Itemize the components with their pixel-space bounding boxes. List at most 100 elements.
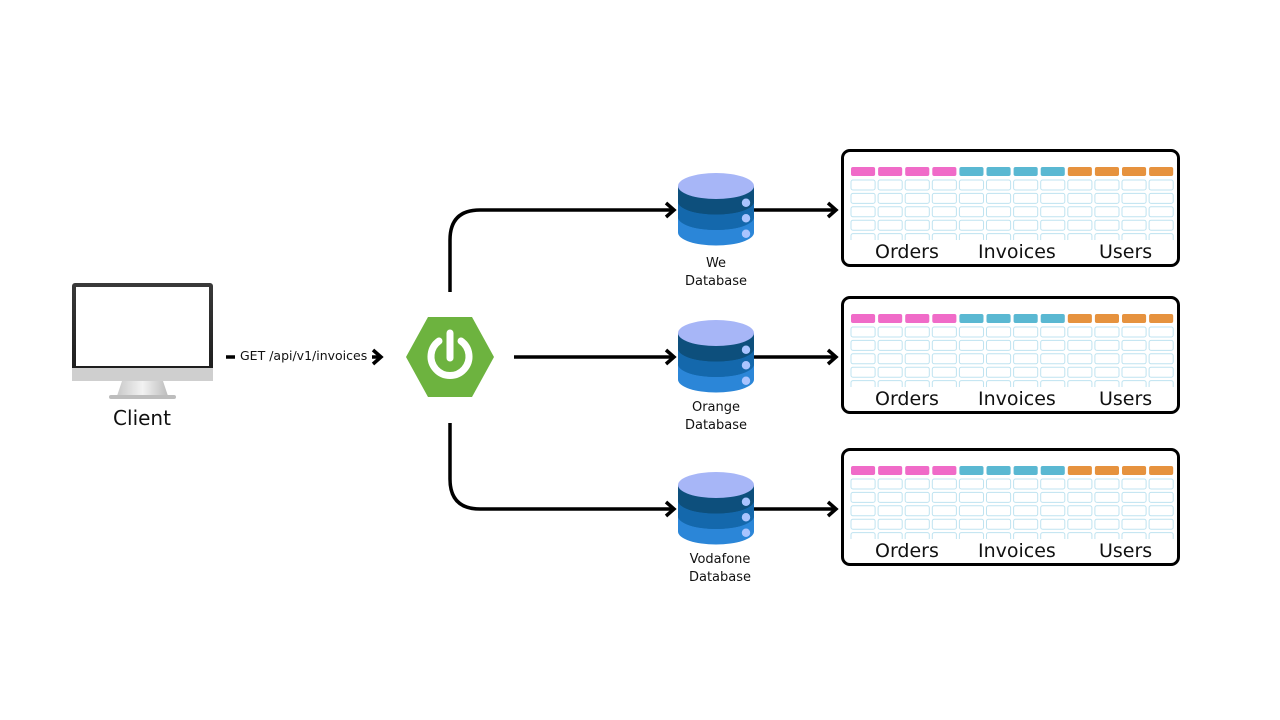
- table-cell: [1013, 233, 1039, 240]
- table-label-orders: Orders: [875, 540, 939, 562]
- table-cell: [986, 518, 1012, 530]
- table-cell: [1121, 380, 1147, 387]
- table-cell: [986, 380, 1012, 387]
- table-cell: [1121, 192, 1147, 204]
- table-header-cell: [932, 167, 957, 176]
- database-label-we: We Database: [646, 255, 786, 291]
- table-cell: [1067, 353, 1093, 365]
- table-cell: [958, 206, 985, 218]
- table-cell: [1040, 233, 1066, 240]
- table-cell: [1040, 206, 1066, 218]
- table-cell: [1067, 339, 1093, 351]
- table-cell: [1148, 478, 1174, 490]
- database-suffix: Database: [684, 274, 748, 289]
- table-cell: [1013, 339, 1039, 351]
- table-cell: [1094, 192, 1120, 204]
- database-icon-orange: [678, 320, 754, 393]
- table-cell: [958, 518, 985, 530]
- table-header-cell: [851, 314, 876, 323]
- table-cell: [931, 326, 957, 338]
- table-cell: [1121, 326, 1147, 338]
- table-cell: [1121, 491, 1147, 503]
- table-cell: [850, 219, 876, 231]
- table-cell: [1148, 179, 1174, 191]
- table-cell: [850, 353, 876, 365]
- table-cell: [877, 532, 903, 539]
- table-cell: [1148, 491, 1174, 503]
- table-cell: [850, 491, 876, 503]
- table-grid: [850, 167, 1174, 240]
- table-header-cell: [1013, 167, 1038, 176]
- table-cell: [986, 233, 1012, 240]
- table-cell: [850, 478, 876, 490]
- table-cell: [877, 505, 903, 517]
- table-header-cell: [1067, 167, 1092, 176]
- table-cell: [986, 179, 1012, 191]
- table-cell: [931, 518, 957, 530]
- table-cell: [1121, 219, 1147, 231]
- table-grid: [850, 466, 1174, 539]
- table-cell: [986, 505, 1012, 517]
- table-cell: [986, 206, 1012, 218]
- table-cell: [904, 505, 930, 517]
- table-cell: [1013, 179, 1039, 191]
- table-cell: [986, 339, 1012, 351]
- table-cell: [1040, 380, 1066, 387]
- table-cell: [904, 179, 930, 191]
- table-cell: [1148, 219, 1174, 231]
- table-cell: [1094, 339, 1120, 351]
- table-label-users: Users: [1099, 388, 1153, 410]
- table-header-cell: [1067, 466, 1092, 475]
- table-cell: [1094, 179, 1120, 191]
- table-cell: [1067, 380, 1093, 387]
- table-cell: [904, 326, 930, 338]
- table-label-orders: Orders: [875, 388, 939, 410]
- table-connectors: [754, 201, 839, 518]
- table-cell: [904, 192, 930, 204]
- table-cell: [931, 192, 957, 204]
- database-suffix: Database: [684, 418, 748, 433]
- table-cell: [1067, 532, 1093, 539]
- database-name: Vodafone: [689, 552, 751, 567]
- table-cell: [931, 206, 957, 218]
- table-cell: [931, 179, 957, 191]
- table-cell: [1148, 326, 1174, 338]
- database-icons: [678, 173, 754, 545]
- table-cell: [931, 339, 957, 351]
- table-header-cell: [905, 314, 930, 323]
- table-header-cell: [1149, 314, 1174, 323]
- table-cell: [904, 219, 930, 231]
- table-cell: [1040, 532, 1066, 539]
- table-cell: [1148, 339, 1174, 351]
- table-cell: [1067, 505, 1093, 517]
- database-icon-vodafone: [678, 472, 754, 545]
- table-cell: [1121, 353, 1147, 365]
- table-cell: [1067, 179, 1093, 191]
- table-cell: [1040, 518, 1066, 530]
- table-cell: [958, 532, 984, 539]
- table-cell: [986, 353, 1012, 365]
- table-cell: [850, 192, 876, 204]
- table-header-cell: [1094, 314, 1119, 323]
- table-header-cell: [986, 167, 1011, 176]
- table-cell: [1067, 326, 1093, 338]
- table-cell: [904, 532, 930, 539]
- table-cell: [1094, 478, 1120, 490]
- table-cell: [877, 326, 903, 338]
- database-suffix: Database: [688, 570, 752, 585]
- table-cell: [1121, 179, 1147, 191]
- table-cell: [1013, 353, 1039, 365]
- table-cell: [877, 339, 903, 351]
- table-header-cell: [959, 466, 984, 475]
- table-header-cell: [1122, 314, 1147, 323]
- table-cell: [877, 192, 903, 204]
- table-label-orders: Orders: [875, 241, 939, 263]
- table-cell: [1067, 192, 1093, 204]
- request-arrow: [226, 348, 384, 366]
- table-cell: [877, 366, 903, 378]
- table-header-cell: [1067, 314, 1092, 323]
- table-cell: [1121, 366, 1147, 378]
- table-cell: [877, 179, 903, 191]
- table-cell: [958, 505, 985, 517]
